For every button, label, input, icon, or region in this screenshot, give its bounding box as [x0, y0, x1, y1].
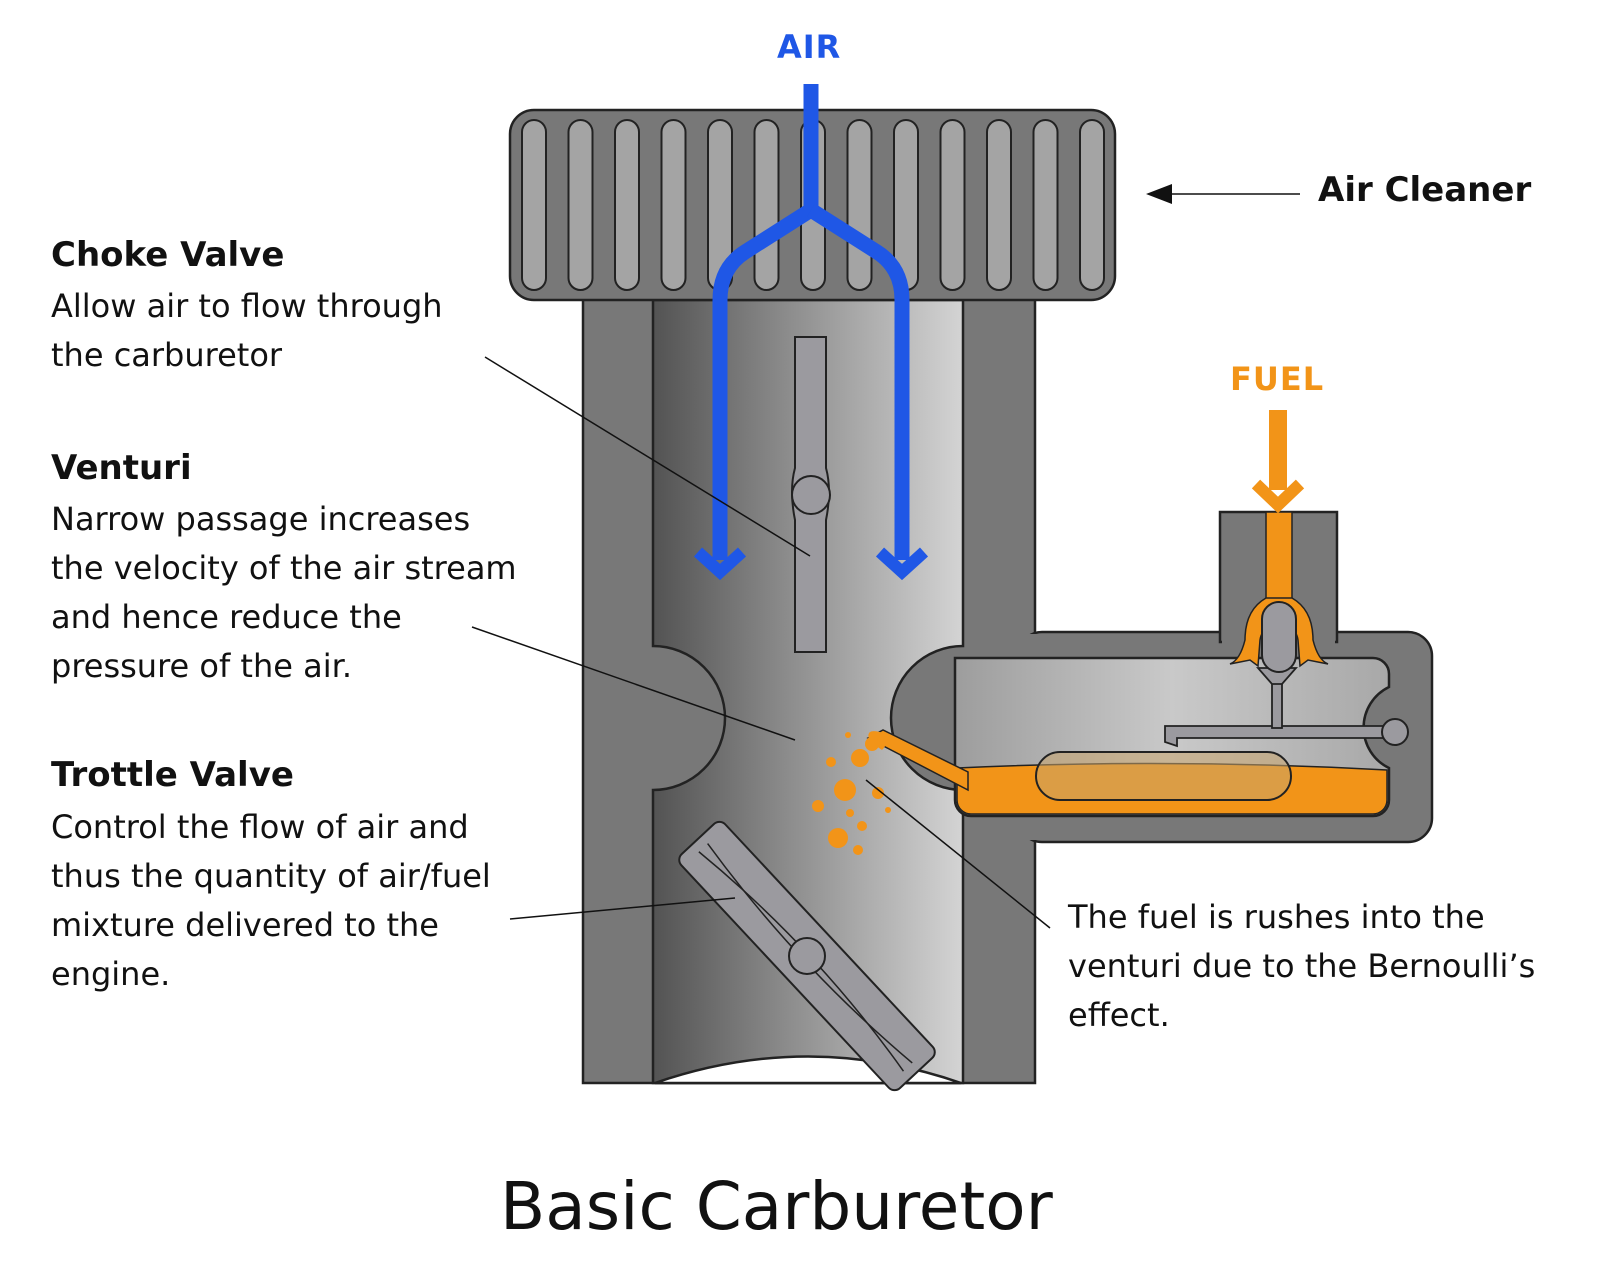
fuel-inlet [1229, 511, 1329, 673]
fuel-arrow [1251, 410, 1305, 514]
filter-slat [567, 119, 594, 291]
choke-line: Allow air to flow through [51, 287, 443, 325]
fuel-spray [812, 729, 969, 855]
air-cleaner-pointer-arrow [1146, 184, 1172, 204]
choke-valve-heading: Choke Valve [51, 235, 285, 275]
throttle-valve [678, 820, 936, 1092]
filter-slat [521, 119, 547, 291]
filter-slat [846, 119, 873, 291]
filter-slat [1079, 119, 1105, 291]
filter-slat [753, 119, 780, 291]
choke-line: the carburetor [51, 336, 283, 374]
choke-valve-description: Allow air to flow through the carburetor [51, 282, 443, 380]
filter-slat [614, 119, 640, 291]
venturi-line: the velocity of the air stream [51, 549, 517, 587]
venturi-line: pressure of the air. [51, 647, 352, 685]
throttle-line: engine. [51, 955, 171, 993]
diagram-title: Basic Carburetor [500, 1168, 1053, 1245]
filter-slat [1032, 119, 1059, 291]
venturi-description: Narrow passage increases the velocity of… [51, 495, 517, 691]
float-bowl [953, 656, 1409, 818]
throttle-valve-heading: Trottle Valve [51, 755, 294, 795]
filter-slat [939, 119, 966, 291]
filter-slat [660, 119, 687, 291]
air-label: AIR [777, 28, 842, 66]
bernoulli-line: venturi due to the Bernoulli’s [1068, 947, 1536, 985]
needle-valve [1261, 601, 1297, 673]
air-flow [693, 84, 929, 581]
throttle-line: Control the flow of air and [51, 808, 469, 846]
throttle-line: mixture delivered to the [51, 906, 439, 944]
bernoulli-line: The fuel is rushes into the [1068, 898, 1485, 936]
filter-slat [986, 119, 1012, 291]
venturi-line: Narrow passage increases [51, 500, 471, 538]
bernoulli-note: The fuel is rushes into the venturi due … [1068, 893, 1535, 1040]
throttle-valve-description: Control the flow of air and thus the qua… [51, 803, 491, 999]
leader-lines [471, 193, 1300, 929]
throttle-line: thus the quantity of air/fuel [51, 857, 491, 895]
fuel-label: FUEL [1230, 360, 1325, 398]
air-cleaner-label: Air Cleaner [1318, 170, 1532, 210]
venturi-line: and hence reduce the [51, 598, 402, 636]
bernoulli-line: effect. [1068, 996, 1170, 1034]
venturi-heading: Venturi [51, 448, 192, 488]
choke-valve [791, 336, 831, 653]
air-cleaner-slats [521, 119, 1105, 291]
float-pivot [1381, 718, 1409, 746]
float [1035, 751, 1292, 801]
